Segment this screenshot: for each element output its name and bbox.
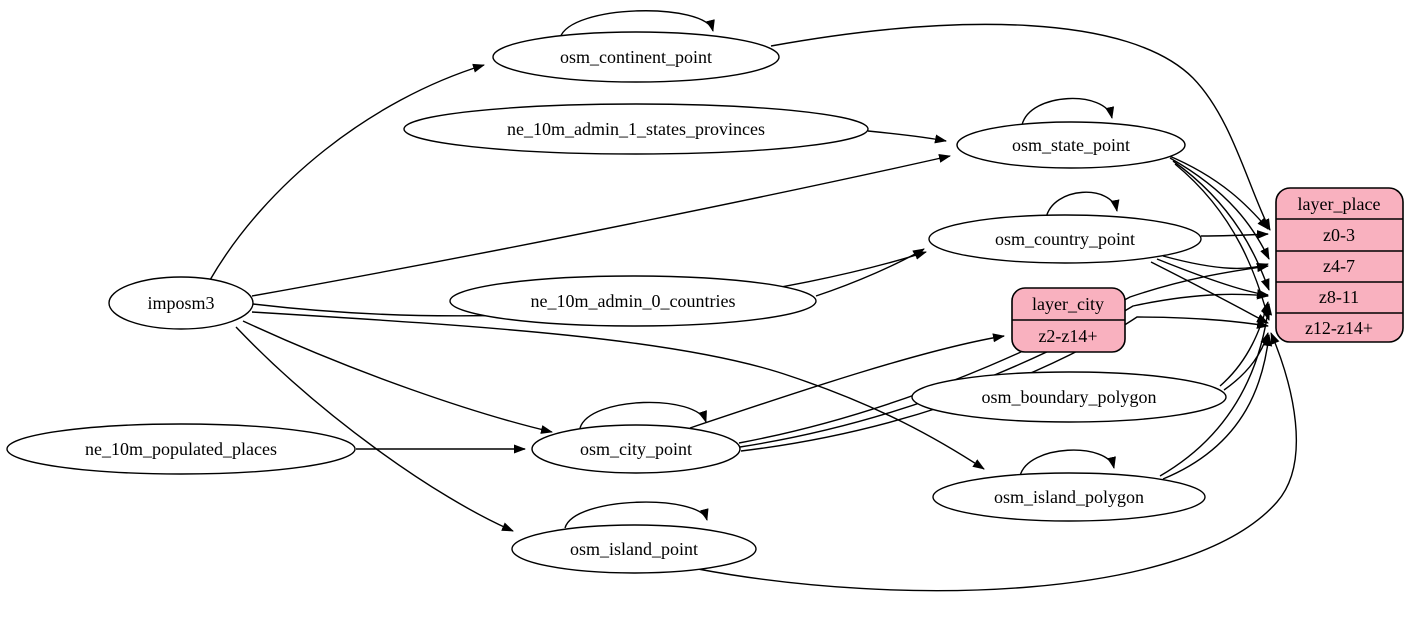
node-osm_island_polygon: osm_island_polygon — [932, 472, 1206, 522]
ne_10m_populated_places-ellipse — [6, 423, 356, 475]
loop-osm_country_point — [1045, 191, 1120, 219]
node-ne_10m_admin_1_states_provinces: ne_10m_admin_1_states_provinces — [403, 103, 869, 155]
edge-osm_country_point-layer_place-z4-7 — [1162, 255, 1269, 272]
layer_place-box — [1275, 187, 1404, 343]
osm_country_point-label: osm_country_point — [995, 229, 1135, 249]
osm_island_polygon-ellipse — [932, 472, 1206, 522]
node-osm_boundary_polygon: osm_boundary_polygon — [911, 371, 1227, 423]
loop-osm_continent_point — [559, 10, 715, 39]
node-imposm3: imposm3 — [108, 276, 254, 330]
layer_place-row-z12-z14: z12-z14+ — [1305, 318, 1373, 338]
edge-osm_island_polygon-layer_place-z8-11 — [1159, 303, 1273, 477]
edge-imposm3-osm_island_polygon — [251, 311, 985, 470]
layer_city-title: layer_city — [1032, 294, 1104, 314]
node-osm_country_point: osm_country_point — [928, 214, 1202, 264]
edge-osm_state_point-layer_place-z0-3 — [1166, 154, 1269, 230]
node-osm_continent_point: osm_continent_point — [492, 31, 780, 83]
edge-osm_country_point-layer_place-z12-z14 — [1150, 261, 1269, 324]
edge-osm_city_point-layer_city-z2-z14 — [689, 333, 1005, 429]
edge-imposm3-osm_state_point — [251, 154, 951, 297]
osm_city_point-label: osm_city_point — [580, 439, 692, 459]
ne_10m_admin_1_states_provinces-label: ne_10m_admin_1_states_provinces — [507, 119, 765, 139]
edge-osm_island_point-layer_place-z12-z14 — [697, 332, 1297, 592]
edge-osm_continent_point-layer_place-z0-3 — [770, 23, 1271, 231]
edge-imposm3-osm_continent_point — [209, 63, 485, 281]
imposm3-ellipse — [108, 276, 254, 330]
osm_state_point-label: osm_state_point — [1012, 135, 1130, 155]
osm_country_point-ellipse — [928, 214, 1202, 264]
edge-osm_country_point-layer_place-z8-11 — [1156, 258, 1269, 299]
ne_10m_admin_1_states_provinces-ellipse — [403, 103, 869, 155]
layer_city-row-z2-z14: z2-z14+ — [1038, 326, 1097, 346]
edge-osm_island_polygon-layer_place-z12-z14 — [1162, 334, 1273, 480]
loop-osm_island_point — [564, 501, 709, 529]
edge-osm_country_point-layer_place-z0-3 — [1200, 230, 1269, 240]
loop-osm_city_point — [579, 401, 707, 429]
node-osm_city_point: osm_city_point — [531, 424, 741, 474]
node-osm_state_point: osm_state_point — [956, 121, 1186, 169]
edge-osm_state_point-layer_place-z8-11 — [1172, 160, 1270, 291]
layer_place-row-z4-7: z4-7 — [1323, 256, 1355, 276]
osm_island_polygon-label: osm_island_polygon — [994, 487, 1144, 507]
node-osm_island_point: osm_island_point — [511, 524, 757, 574]
osm_continent_point-ellipse — [492, 31, 780, 83]
layer_place-row-z8-11: z8-11 — [1319, 287, 1359, 307]
loop-osm_state_point — [1021, 97, 1115, 126]
ne_10m_populated_places-label: ne_10m_populated_places — [85, 439, 277, 459]
osm_boundary_polygon-ellipse — [911, 371, 1227, 423]
node-layer_place: layer_place z0-3 z4-7 z8-11 z12-z14+ — [1275, 187, 1404, 343]
layer_place-title: layer_place — [1298, 194, 1381, 214]
node-ne_10m_populated_places: ne_10m_populated_places — [6, 423, 356, 475]
osm_boundary_polygon-label: osm_boundary_polygon — [982, 387, 1157, 407]
osm_island_point-label: osm_island_point — [570, 539, 698, 559]
loop-osm_island_polygon — [1019, 449, 1116, 477]
osm_island_point-ellipse — [511, 524, 757, 574]
ne_10m_admin_0_countries-label: ne_10m_admin_0_countries — [531, 291, 736, 311]
osm_city_point-ellipse — [531, 424, 741, 474]
edge-osm_state_point-layer_place-z4-7 — [1169, 157, 1270, 260]
edges — [209, 10, 1297, 592]
layer_place-row-z0-3: z0-3 — [1323, 225, 1355, 245]
edge-imposm3-osm_city_point — [242, 320, 553, 434]
node-layer_city: layer_city z2-z14+ — [1011, 287, 1126, 353]
node-ne_10m_admin_0_countries: ne_10m_admin_0_countries — [449, 275, 817, 327]
ne_10m_admin_0_countries-ellipse — [449, 275, 817, 327]
edge-ne_10m_admin_0_countries-osm_country_point — [815, 248, 925, 297]
osm_continent_point-label: osm_continent_point — [560, 47, 712, 67]
osm_state_point-ellipse — [956, 121, 1186, 169]
imposm3-label: imposm3 — [147, 293, 214, 313]
edge-ne_10m_admin_1_states_provinces-osm_state_point — [867, 130, 947, 144]
